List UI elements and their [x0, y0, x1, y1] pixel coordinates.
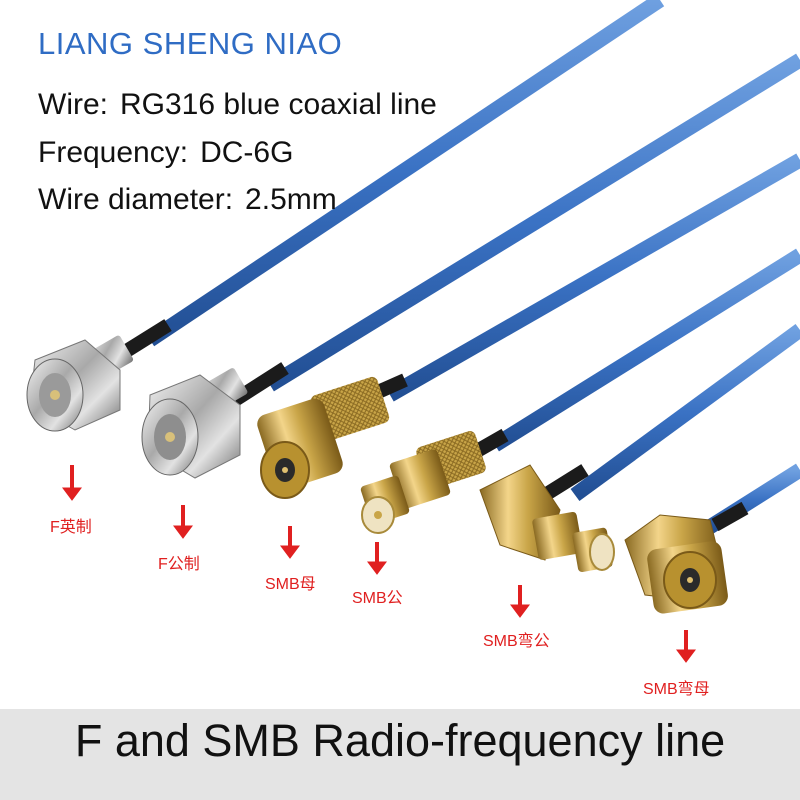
arrow-icon: [676, 630, 696, 663]
brand-logo: LIANG SHENG NIAO: [38, 26, 343, 61]
f-imperial-connector: [26, 319, 172, 432]
smb-female-right-angle-connector: [624, 501, 749, 614]
connector-label: SMB公: [352, 590, 403, 607]
arrow-icon: [280, 526, 300, 559]
footer-bar: [0, 709, 800, 800]
connector-label: F英制: [50, 519, 92, 536]
connector-label: SMB弯公: [483, 633, 550, 650]
spec-value: DC-6G: [200, 136, 294, 169]
cable-3: [386, 153, 800, 402]
f-metric-connector: [141, 362, 289, 479]
spec-value: RG316 blue coaxial line: [120, 88, 437, 121]
spec-label: Frequency:: [38, 136, 189, 169]
arrow-icon: [367, 542, 387, 575]
smb-female-connector: [257, 373, 408, 499]
connector-label: SMB弯母: [643, 681, 710, 698]
connector-label: F公制: [158, 556, 200, 573]
cable-2: [266, 53, 800, 392]
spec-label: Wire:: [38, 88, 108, 121]
spec-label: Wire diameter:: [38, 183, 234, 216]
footer-title: F and SMB Radio-frequency line: [74, 715, 726, 766]
smb-male-right-angle-connector: [479, 464, 615, 573]
spec-wire: Wire: RG316 blue coaxial line: [38, 88, 437, 122]
connector-label: SMB母: [265, 576, 316, 593]
arrow-icon: [173, 505, 193, 539]
cable-5: [570, 323, 800, 502]
spec-diameter: Wire diameter: 2.5mm: [38, 183, 337, 217]
spec-value: 2.5mm: [245, 183, 337, 216]
arrow-icon: [62, 465, 82, 501]
cable-1: [145, 0, 665, 347]
pointer-arrows: [62, 465, 696, 663]
spec-frequency: Frequency: DC-6G: [38, 136, 293, 170]
smb-male-connector: [360, 428, 509, 534]
cable-4: [491, 248, 800, 452]
arrow-icon: [510, 585, 530, 618]
